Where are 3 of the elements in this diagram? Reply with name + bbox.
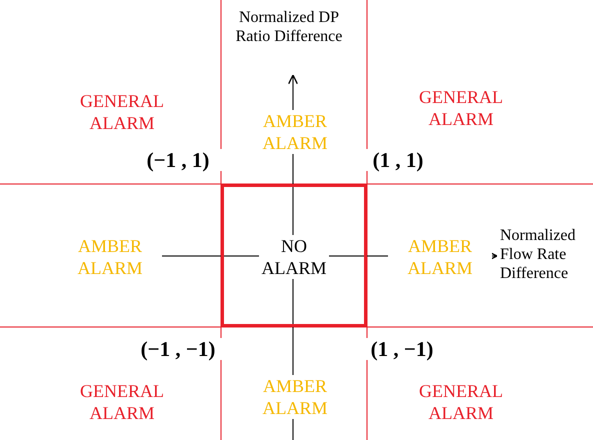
region-box bbox=[221, 184, 367, 327]
zone-label: NO ALARM bbox=[259, 235, 329, 279]
axis-label: Normalized Flow Rate Difference bbox=[500, 226, 577, 283]
